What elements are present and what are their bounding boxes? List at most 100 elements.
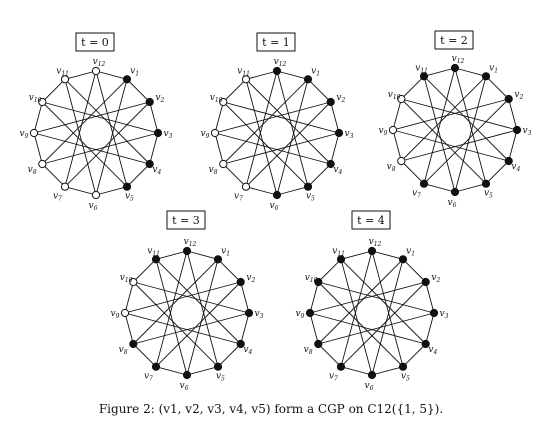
vertex-label: v9 bbox=[379, 126, 388, 137]
edge bbox=[64, 186, 97, 196]
vertex-v1 bbox=[481, 72, 491, 81]
vertex-label: v4 bbox=[428, 345, 437, 356]
vertex-v8 bbox=[219, 159, 228, 169]
edge bbox=[33, 132, 43, 165]
edge bbox=[309, 281, 319, 314]
vertex-label: v6 bbox=[89, 201, 98, 212]
vertex-v3 bbox=[153, 128, 163, 138]
edge bbox=[214, 132, 224, 165]
edge bbox=[330, 132, 340, 165]
edge bbox=[508, 129, 518, 162]
edge bbox=[133, 312, 250, 345]
vertex-label: v6 bbox=[448, 198, 457, 209]
vertex-label: v1 bbox=[311, 67, 320, 78]
vertex-v10 bbox=[38, 97, 47, 107]
vertex-label: v5 bbox=[216, 371, 225, 382]
edge bbox=[400, 75, 425, 100]
edge bbox=[317, 258, 342, 283]
vertex-v11 bbox=[419, 72, 429, 81]
vertex-label: v3 bbox=[164, 129, 173, 140]
edge bbox=[240, 312, 250, 345]
edge bbox=[401, 98, 518, 131]
vertex-v8 bbox=[397, 156, 406, 166]
edge bbox=[95, 70, 128, 187]
edge bbox=[126, 78, 151, 103]
vertex-v10 bbox=[219, 97, 228, 107]
vertex-label: v2 bbox=[336, 93, 345, 104]
edge bbox=[245, 101, 332, 188]
vertex-label: v12 bbox=[369, 237, 382, 248]
edge bbox=[371, 366, 404, 376]
vertex-v12 bbox=[91, 66, 101, 76]
edge bbox=[132, 258, 157, 283]
caption-prefix: Figure 2: bbox=[98, 402, 155, 416]
vertex-v12 bbox=[272, 66, 282, 76]
edge bbox=[423, 67, 456, 184]
edge bbox=[33, 132, 150, 165]
panel-title-box bbox=[351, 210, 391, 230]
vertex-label: v5 bbox=[306, 191, 315, 202]
edge bbox=[95, 186, 128, 196]
vertex-label: v9 bbox=[201, 129, 210, 140]
vertex-v7 bbox=[241, 182, 251, 191]
edge bbox=[64, 70, 97, 187]
vertex-v3 bbox=[244, 308, 254, 318]
vertex-v2 bbox=[326, 97, 335, 107]
edge bbox=[186, 259, 219, 376]
vertex-label: v10 bbox=[120, 273, 133, 284]
vertex-v3 bbox=[334, 128, 344, 138]
vertex-v6 bbox=[450, 187, 460, 197]
edge bbox=[155, 250, 188, 260]
edge bbox=[318, 281, 435, 314]
edge bbox=[454, 76, 487, 193]
vertex-label: v9 bbox=[111, 309, 120, 320]
edge bbox=[222, 101, 309, 188]
edge bbox=[392, 98, 509, 131]
edge bbox=[371, 250, 404, 367]
edge bbox=[64, 79, 97, 196]
edge bbox=[400, 160, 425, 185]
panel-title: t = 1 bbox=[262, 36, 290, 49]
vertex-label: v6 bbox=[365, 381, 374, 392]
vertex-v2 bbox=[421, 277, 430, 287]
edge bbox=[340, 250, 373, 367]
vertex-label: v10 bbox=[29, 93, 42, 104]
edge bbox=[133, 281, 250, 314]
edge bbox=[149, 132, 159, 165]
edge bbox=[276, 79, 309, 196]
edge bbox=[95, 70, 128, 80]
vertex-v11 bbox=[336, 255, 346, 264]
vertex-v9 bbox=[210, 128, 220, 138]
vertex-label: v3 bbox=[523, 126, 532, 137]
vertex-label: v12 bbox=[452, 54, 465, 65]
edge bbox=[425, 281, 435, 314]
figure-caption: Figure 2: (v1, v2, v3, v4, v5) form a CG… bbox=[0, 402, 542, 416]
vertex-v5 bbox=[122, 182, 132, 191]
edge bbox=[392, 129, 402, 162]
edge bbox=[214, 101, 331, 134]
edge bbox=[309, 312, 426, 345]
vertex-v2 bbox=[236, 277, 245, 287]
vertex-v11 bbox=[60, 75, 70, 84]
edge bbox=[64, 70, 97, 80]
edge bbox=[423, 76, 456, 193]
vertex-v9 bbox=[29, 128, 39, 138]
vertex-label: v11 bbox=[56, 67, 69, 78]
vertex-v6 bbox=[367, 370, 377, 380]
edge bbox=[340, 250, 373, 260]
edge bbox=[245, 70, 278, 187]
vertex-label: v12 bbox=[274, 57, 287, 68]
edge bbox=[155, 259, 188, 376]
vertex-v10 bbox=[314, 277, 323, 287]
edge bbox=[223, 132, 340, 165]
edge bbox=[245, 186, 278, 196]
vertex-label: v3 bbox=[345, 129, 354, 140]
edge bbox=[95, 79, 128, 196]
vertex-label: v7 bbox=[53, 191, 62, 202]
vertex-label: v5 bbox=[401, 371, 410, 382]
vertex-label: v4 bbox=[511, 162, 520, 173]
